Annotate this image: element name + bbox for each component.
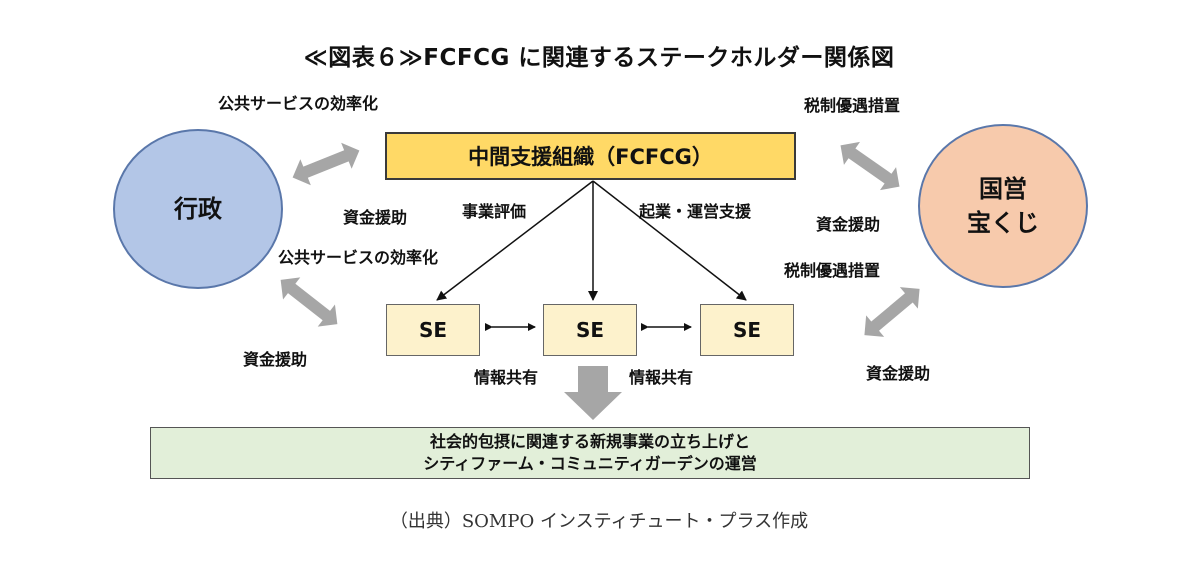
takarakuji-node: 国営 宝くじ — [918, 124, 1088, 288]
se-node-right: SE — [700, 304, 794, 356]
se-node-left: SE — [386, 304, 480, 356]
takarakuji-label-line1: 国営 — [979, 175, 1027, 203]
arrow-fcfcg-to-se-right — [592, 180, 747, 301]
gray-double-arrow-takarakuji-fcfcg — [840, 141, 900, 191]
outcome-line1: 社会的包摂に関連する新規事業の立ち上げと — [429, 432, 750, 451]
label-left-top-funding: 資金援助 — [343, 208, 408, 227]
gray-double-arrow-gyousei-se — [280, 277, 338, 327]
se-label: SE — [418, 318, 448, 342]
outcome-line2: シティファーム・コミュニティガーデンの運営 — [423, 454, 757, 473]
arrow-fcfcg-to-se-left — [436, 180, 594, 301]
label-info-share-1: 情報共有 — [474, 368, 539, 387]
label-left-bottom-funding: 資金援助 — [243, 350, 308, 369]
gray-double-arrow-takarakuji-se — [864, 287, 920, 337]
gyousei-label: 行政 — [174, 195, 222, 223]
fcfcg-label: 中間支援組織（FCFCG） — [468, 145, 713, 169]
se-label: SE — [575, 318, 605, 342]
diagram-title: ≪図表６≫FCFCG に関連するステークホルダー関係図 — [303, 45, 895, 71]
label-left-mid-service: 公共サービスの効率化 — [278, 248, 439, 267]
label-right-mid-tax: 税制優遇措置 — [784, 261, 881, 280]
label-info-share-2: 情報共有 — [629, 368, 694, 387]
se-label: SE — [732, 318, 762, 342]
label-right-top-tax: 税制優遇措置 — [804, 96, 901, 115]
gray-double-arrow-gyousei-fcfcg — [292, 142, 360, 186]
label-right-bottom-funding: 資金援助 — [866, 364, 931, 383]
gyousei-node: 行政 — [113, 129, 283, 289]
label-startup-support: 起業・運営支援 — [639, 202, 752, 221]
takarakuji-label-line2: 宝くじ — [967, 209, 1039, 237]
label-evaluation: 事業評価 — [462, 202, 527, 221]
gray-down-arrow-se-outcome — [564, 366, 622, 420]
fcfcg-node: 中間支援組織（FCFCG） — [385, 132, 796, 180]
se-node-center: SE — [543, 304, 637, 356]
outcome-node: 社会的包摂に関連する新規事業の立ち上げと シティファーム・コミュニティガーデンの… — [150, 427, 1030, 479]
label-right-top-funding: 資金援助 — [816, 215, 881, 234]
source-caption: （出典）SOMPO インスティチュート・プラス作成 — [389, 511, 809, 532]
label-left-top-service: 公共サービスの効率化 — [218, 94, 379, 113]
